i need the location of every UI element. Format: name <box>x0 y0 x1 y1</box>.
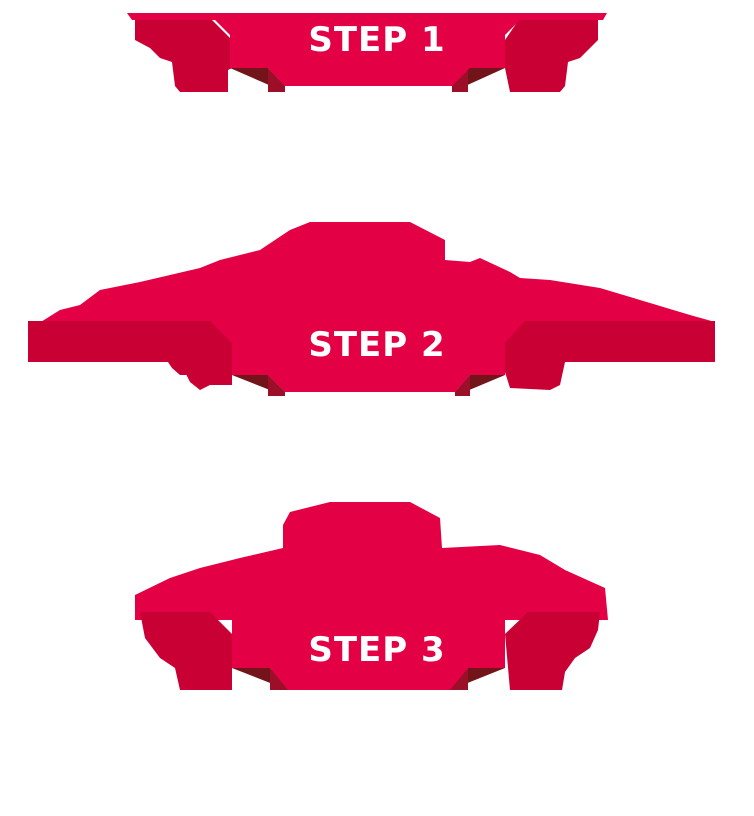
ribbon-shape <box>127 13 607 92</box>
step-3-ribbon: STEP 3 <box>0 490 754 700</box>
step-2-ribbon: STEP 2 <box>0 200 754 410</box>
ribbon-shape <box>135 502 608 690</box>
step-3-label: STEP 3 <box>308 630 446 670</box>
step-1-label: STEP 1 <box>308 20 446 60</box>
ribbon-shape <box>28 222 715 396</box>
step-2-label: STEP 2 <box>308 325 446 365</box>
step-1-ribbon: STEP 1 <box>0 0 754 110</box>
